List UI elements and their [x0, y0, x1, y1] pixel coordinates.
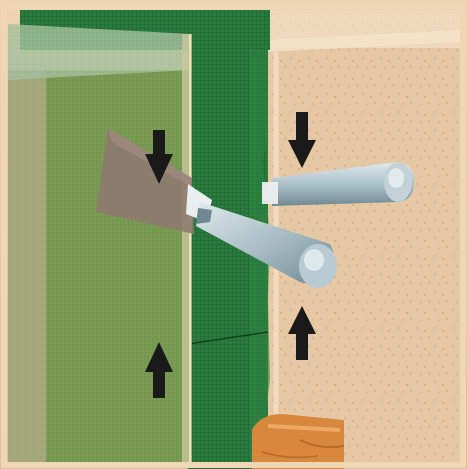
wood-block: [252, 414, 344, 469]
translucent-panel: [8, 24, 192, 465]
